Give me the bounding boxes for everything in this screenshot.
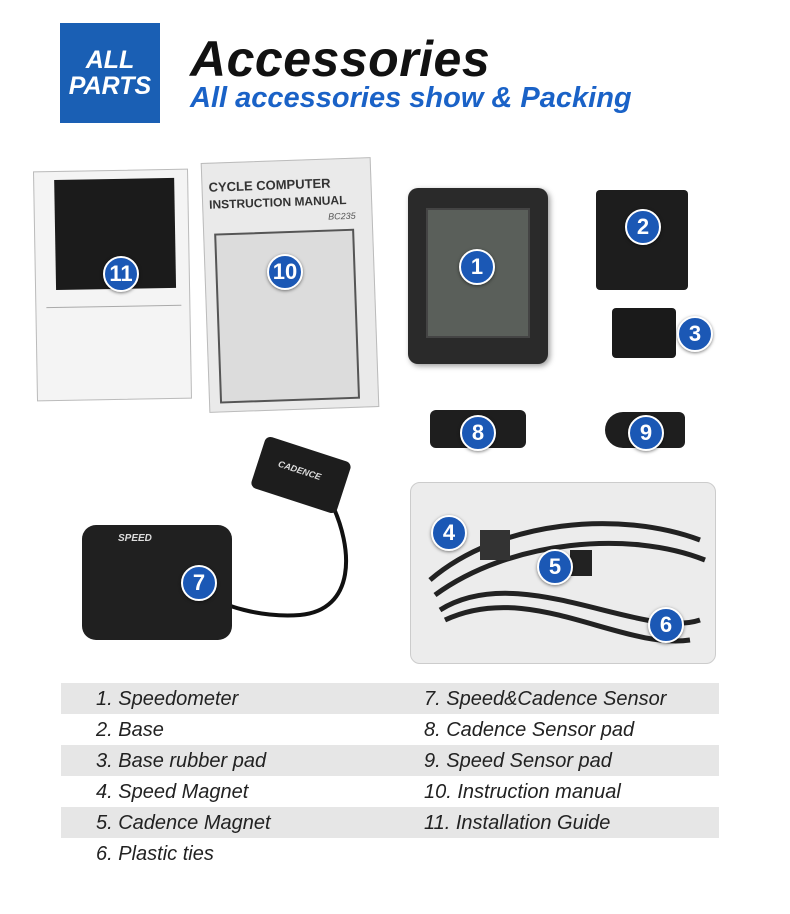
list-item-text: 11. Installation Guide (424, 812, 611, 834)
list-item-text: 5. Cadence Magnet (96, 812, 271, 834)
guide-diagrams (46, 304, 183, 393)
base-rubber-pad-image (612, 308, 676, 358)
list-item: 5. Cadence Magnet 11. Installation Guide (61, 807, 719, 838)
marker-2: 2 (625, 209, 661, 245)
marker-4: 4 (431, 515, 467, 551)
list-item-text: 1. Speedometer (96, 688, 239, 710)
list-item-text: 8. Cadence Sensor pad (424, 719, 635, 741)
list-item-text: 7. Speed&Cadence Sensor (424, 688, 667, 710)
list-item-text: 9. Speed Sensor pad (424, 750, 612, 772)
list-item-text: 2. Base (96, 719, 164, 741)
marker-11: 11 (103, 256, 139, 292)
list-item-text: 6. Plastic ties (96, 843, 214, 865)
manual-title-line-2: INSTRUCTION MANUAL (208, 192, 347, 212)
list-item: 3. Base rubber pad 9. Speed Sensor pad (61, 745, 719, 776)
badge-line-1: ALL (85, 46, 135, 74)
list-item: 1. Speedometer 7. Speed&Cadence Sensor (61, 683, 719, 714)
marker-9: 9 (628, 415, 664, 451)
manual-model: BC235 (327, 210, 356, 222)
list-item: 4. Speed Magnet 10. Instruction manual (61, 776, 719, 807)
marker-1: 1 (459, 249, 495, 285)
marker-3: 3 (677, 316, 713, 352)
marker-5: 5 (537, 549, 573, 585)
marker-10: 10 (267, 254, 303, 290)
list-item-text: 4. Speed Magnet (96, 781, 249, 803)
marker-6: 6 (648, 607, 684, 643)
page-subtitle: All accessories show & Packing (190, 82, 632, 114)
page-title: Accessories (190, 31, 491, 87)
speed-label: SPEED (118, 533, 152, 544)
cadence-label: CADENCE (276, 458, 323, 482)
marker-7: 7 (181, 565, 217, 601)
manual-title-line-1: CYCLE COMPUTER (208, 175, 331, 195)
all-parts-badge: ALL PARTS (60, 23, 160, 123)
list-item: 2. Base 8. Cadence Sensor pad (61, 714, 719, 745)
badge-line-2: PARTS (68, 72, 152, 100)
marker-8: 8 (460, 415, 496, 451)
list-item-text: 10. Instruction manual (424, 781, 621, 803)
list-item-text: 3. Base rubber pad (96, 750, 267, 772)
list-item: 6. Plastic ties (61, 838, 719, 869)
